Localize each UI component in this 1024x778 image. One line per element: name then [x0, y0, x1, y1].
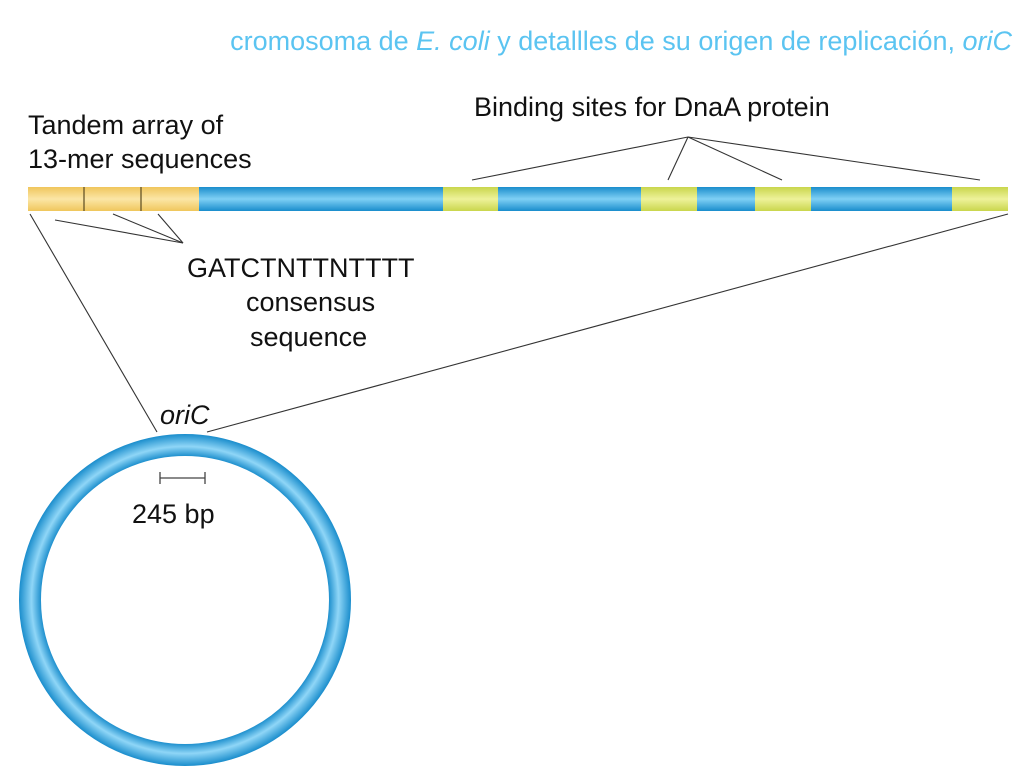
zoom-line-left — [29, 213, 158, 433]
dnaa-binding-site — [443, 187, 498, 211]
tandem-label-line2: 13-mer sequences — [28, 144, 252, 174]
binding-site-pointer — [687, 136, 783, 181]
title-part1: cromosoma de — [230, 26, 417, 56]
tandem-label-line1: Tandem array of — [28, 110, 224, 140]
title-part2: y detallles de su origen de replicación, — [489, 26, 963, 56]
leader-lines — [29, 136, 1009, 433]
title-species: E. coli — [416, 26, 490, 56]
binding-site-pointer — [471, 136, 689, 181]
title-origin: oriC — [962, 26, 1012, 56]
slide-title: cromosoma de E. coli y detallles de su o… — [0, 26, 1024, 57]
scale-label: 245 bp — [132, 499, 215, 529]
circular-chromosome — [19, 434, 351, 766]
consensus-pointer — [112, 213, 184, 244]
dna-blue-segment — [198, 187, 1008, 211]
oric-linear-segment — [28, 187, 1008, 211]
consensus-label-line2: sequence — [250, 322, 367, 352]
binding-sites-label: Binding sites for DnaA protein — [474, 92, 830, 122]
zoom-line-right — [206, 213, 1009, 433]
consensus-pointer — [157, 213, 184, 244]
consensus-sequence: GATCTNTTNTTTT — [187, 253, 414, 283]
binding-site-pointer — [687, 136, 981, 181]
scale-bar — [159, 472, 206, 484]
thirteen-mer-array — [28, 187, 199, 211]
dnaa-binding-site — [755, 187, 811, 211]
dnaa-binding-site — [641, 187, 697, 211]
consensus-pointer — [54, 219, 184, 244]
binding-site-pointer — [667, 136, 689, 181]
dnaa-binding-site — [952, 187, 1008, 211]
consensus-label-line1: consensus — [246, 287, 375, 317]
oric-label: oriC — [160, 400, 210, 430]
